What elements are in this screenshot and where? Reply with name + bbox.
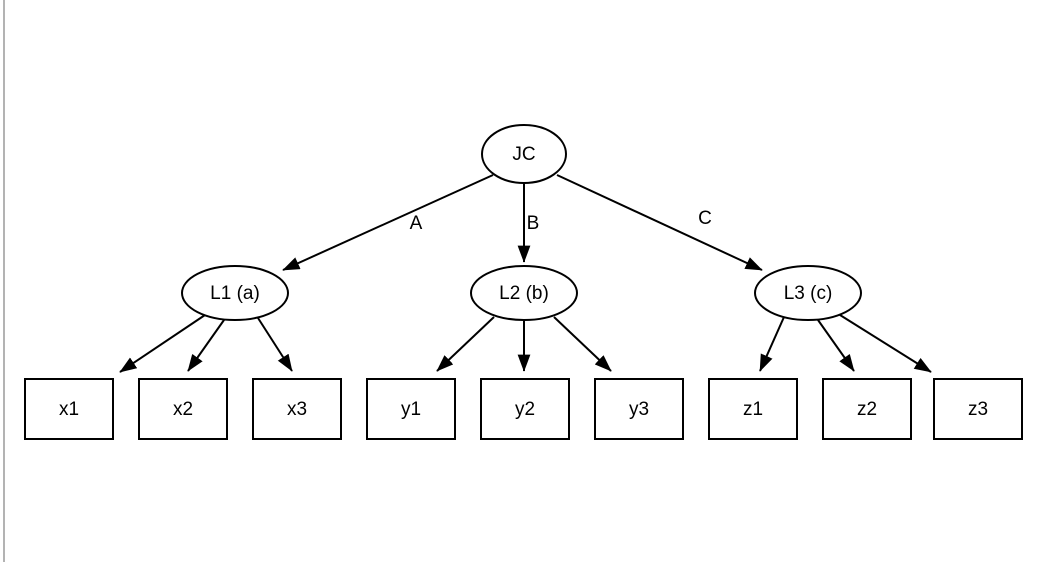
- edge-l1-to-x2: [187, 319, 225, 372]
- loading-edge-group-l3: [759, 314, 932, 373]
- node-l1-ellipse[interactable]: [181, 265, 289, 321]
- node-z1-label: z1: [743, 399, 763, 420]
- node-l3-label: L3 (c): [784, 283, 833, 304]
- node-y3-label: y3: [629, 399, 649, 420]
- node-z2[interactable]: z2: [822, 378, 912, 440]
- node-x3[interactable]: x3: [252, 378, 342, 440]
- node-l2[interactable]: L2 (b): [470, 265, 578, 321]
- node-jc-label: JC: [512, 144, 535, 165]
- top-edge-group: A B C: [282, 174, 763, 271]
- node-x2-label: x2: [173, 399, 193, 420]
- node-l1[interactable]: L1 (a): [181, 265, 289, 321]
- node-l1-label: L1 (a): [210, 283, 260, 304]
- node-y2-label: y2: [515, 399, 535, 420]
- node-l2-label: L2 (b): [499, 283, 549, 304]
- node-z1-rect[interactable]: [708, 378, 798, 440]
- loading-edge-group-l1: [119, 314, 293, 373]
- node-l2-ellipse[interactable]: [470, 265, 578, 321]
- node-x2[interactable]: x2: [138, 378, 228, 440]
- node-x3-label: x3: [287, 399, 307, 420]
- edge-l2-to-y3: [553, 316, 612, 372]
- node-x3-rect[interactable]: [252, 378, 342, 440]
- node-z1[interactable]: z1: [708, 378, 798, 440]
- node-x1-label: x1: [59, 399, 79, 420]
- node-z3-label: z3: [968, 399, 988, 420]
- node-y1-rect[interactable]: [366, 378, 456, 440]
- node-jc-ellipse[interactable]: [481, 124, 567, 184]
- edge-l3-to-z3: [839, 314, 932, 373]
- node-l3[interactable]: L3 (c): [754, 265, 862, 321]
- node-z3-rect[interactable]: [933, 378, 1023, 440]
- edge-jc-to-l1: [282, 174, 494, 271]
- loading-edge-group-l2: [436, 316, 612, 372]
- node-x1[interactable]: x1: [24, 378, 114, 440]
- node-z2-rect[interactable]: [822, 378, 912, 440]
- edge-label-a: A: [410, 213, 423, 234]
- node-z2-label: z2: [857, 399, 877, 420]
- node-y2-rect[interactable]: [480, 378, 570, 440]
- edge-l1-to-x3: [257, 317, 293, 372]
- node-x1-rect[interactable]: [24, 378, 114, 440]
- edge-l3-to-z2: [817, 319, 855, 372]
- node-y1[interactable]: y1: [366, 378, 456, 440]
- edge-label-b: B: [527, 213, 540, 234]
- edge-jc-to-l3: [556, 174, 763, 271]
- edge-label-c: C: [698, 208, 712, 229]
- node-y3[interactable]: y3: [594, 378, 684, 440]
- node-y3-rect[interactable]: [594, 378, 684, 440]
- edge-l3-to-z1: [759, 316, 785, 372]
- node-x2-rect[interactable]: [138, 378, 228, 440]
- edge-l1-to-x1: [119, 314, 206, 373]
- node-l3-ellipse[interactable]: [754, 265, 862, 321]
- node-y2[interactable]: y2: [480, 378, 570, 440]
- node-y1-label: y1: [401, 399, 421, 420]
- node-z3[interactable]: z3: [933, 378, 1023, 440]
- edge-l2-to-y1: [436, 316, 495, 372]
- node-jc[interactable]: JC: [481, 124, 567, 184]
